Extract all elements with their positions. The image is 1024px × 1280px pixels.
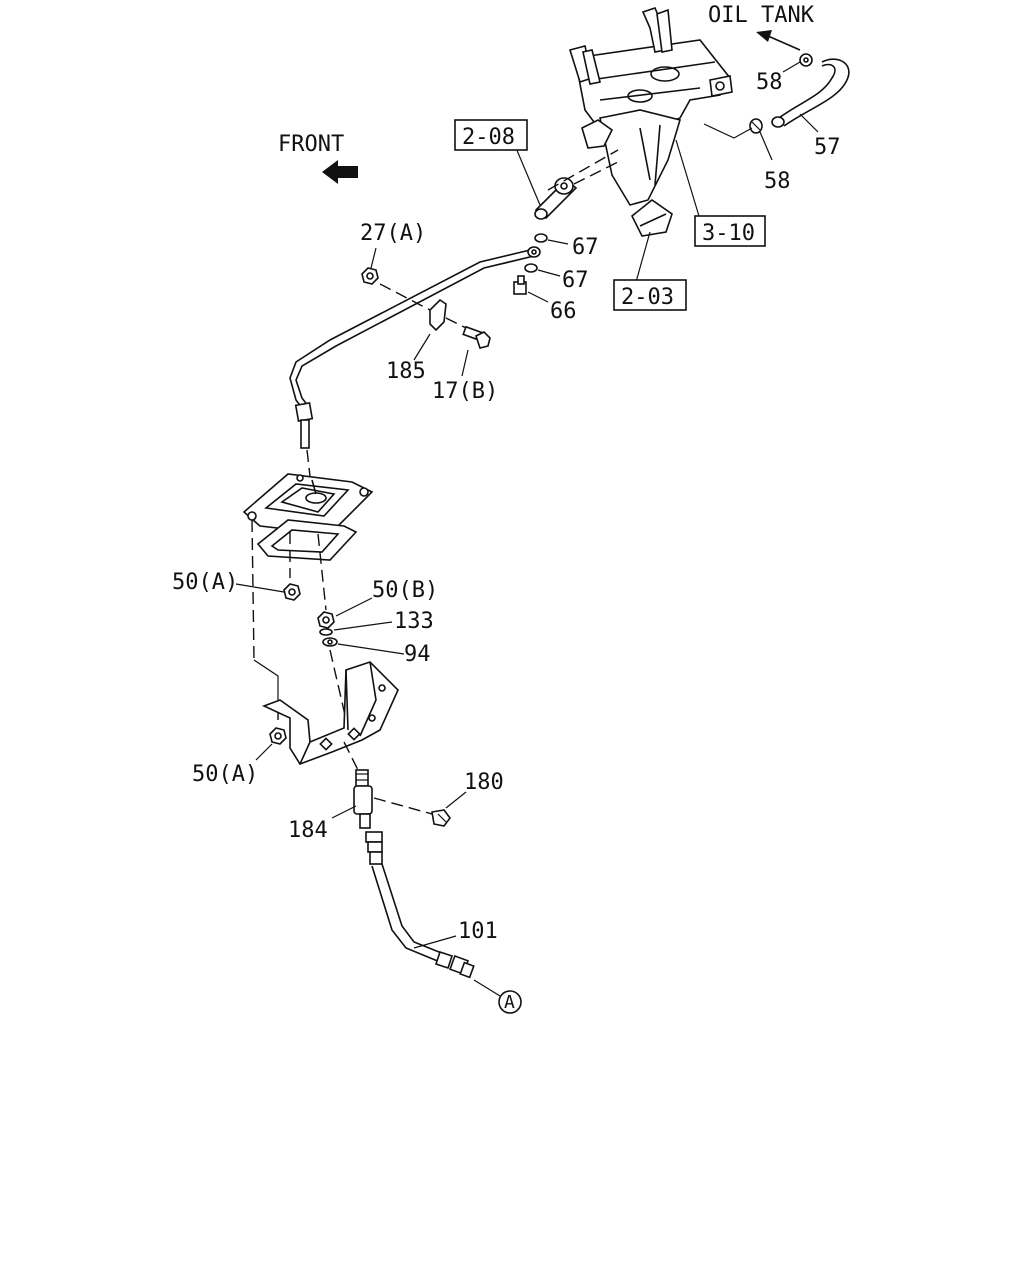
valve-gasket (256, 519, 358, 561)
nut-50a-top (235, 583, 301, 601)
ref-box-2-03 (613, 279, 687, 311)
part-label-94: 94 (404, 642, 431, 667)
ref-label-2-03: 2-03 (621, 285, 674, 310)
part-label-57: 57 (814, 135, 841, 160)
part-label-133: 133 (394, 609, 434, 634)
part-label-180: 180 (464, 770, 504, 795)
t-joint-184 (331, 769, 433, 829)
part-label-67-b: 67 (562, 268, 589, 293)
plug-180 (431, 791, 467, 827)
nut-50b (317, 597, 373, 629)
washer-94 (322, 637, 405, 655)
part-label-184: 184 (288, 818, 328, 843)
hose-clamp-top (799, 53, 813, 67)
front-label: FRONT (278, 132, 344, 157)
part-label-67-a: 67 (572, 235, 599, 260)
nut-27a (361, 247, 431, 311)
mounting-bracket (261, 661, 399, 771)
clip-185 (413, 298, 447, 361)
part-label-185: 185 (386, 359, 426, 384)
bolt-17b (445, 317, 491, 377)
washer-67-b (524, 263, 561, 277)
part-label-50b: 50(B) (372, 578, 438, 603)
ref-box-3-10 (694, 215, 766, 247)
ref-box-2-08 (454, 119, 528, 151)
part-label-27a: 27(A) (360, 221, 426, 246)
nut-50a-bottom (255, 727, 287, 761)
part-label-58-top: 58 (756, 70, 783, 95)
part-label-50a-bottom: 50(A) (192, 762, 258, 787)
washer-67-a (534, 233, 569, 245)
ref-label-2-08: 2-08 (462, 125, 515, 150)
oil-tank-hose (703, 53, 850, 139)
part-label-50a-top: 50(A) (172, 570, 238, 595)
master-cylinder (534, 149, 623, 220)
valve-body (242, 473, 374, 535)
part-label-58-mid: 58 (764, 169, 791, 194)
washer-133 (319, 621, 393, 636)
oil-tank-label: OIL TANK (708, 3, 815, 28)
front-arrow-icon (322, 160, 358, 184)
part-label-17b: 17(B) (432, 379, 498, 404)
union-bolt-66 (513, 275, 549, 303)
brake-pipe (289, 246, 541, 477)
ref-circle-a-icon (498, 990, 522, 1014)
ref-label-a: A (504, 992, 515, 1013)
part-label-101: 101 (458, 919, 498, 944)
pedal-bracket (568, 7, 733, 237)
oil-tank-arrow-icon (756, 30, 801, 51)
brake-hose-101 (365, 831, 475, 979)
ref-label-3-10: 3-10 (702, 221, 755, 246)
hose-clamp-mid (749, 118, 763, 134)
part-label-66: 66 (550, 299, 577, 324)
